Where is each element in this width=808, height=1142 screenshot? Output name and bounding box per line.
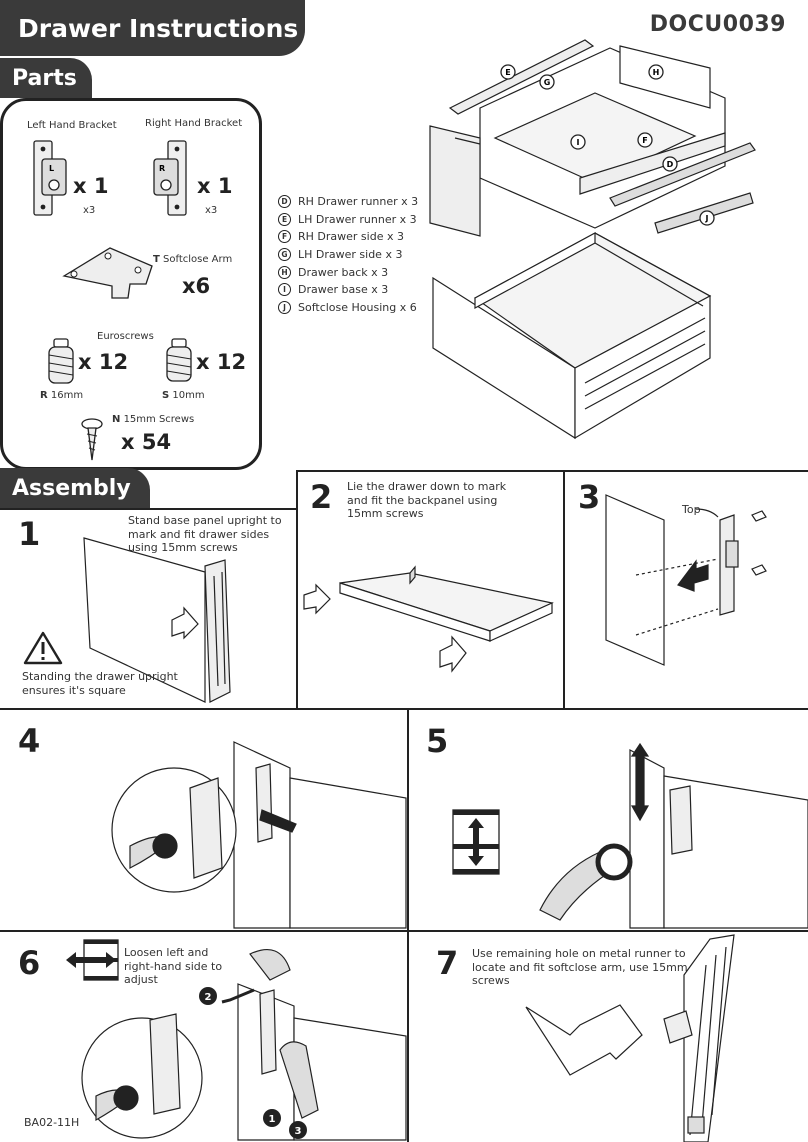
legend-letter: G — [278, 248, 291, 262]
right-bracket-icon: R — [153, 140, 187, 216]
softclose-arm-qty: x6 — [182, 274, 211, 298]
legend-item: F RH Drawer side x 3 — [278, 228, 418, 246]
step1-illustration — [83, 537, 231, 703]
step-number: 7 — [436, 944, 459, 982]
left-bracket-letter: L — [49, 164, 54, 173]
step7-illustration — [525, 934, 735, 1142]
step-number: 4 — [18, 722, 41, 760]
step4-illustration — [111, 741, 407, 929]
step-number: 1 — [18, 515, 41, 553]
step6-badge-1: 1 — [269, 1114, 276, 1125]
right-bracket-subqty: x3 — [205, 205, 218, 216]
step3-illustration — [605, 494, 767, 666]
step-number: 2 — [310, 478, 333, 516]
step1-warning-text: Standing the drawer upright ensures it's… — [22, 670, 178, 697]
legend-text: Softclose Housing x 6 — [298, 300, 417, 314]
diagram-label-J: J — [705, 214, 709, 223]
euroscrews-label: Euroscrews — [97, 331, 154, 342]
divider — [296, 470, 298, 708]
euroscrew-r-size: 16mm — [50, 390, 84, 401]
header-title: Drawer Instructions — [0, 0, 305, 56]
legend-letter: D — [278, 195, 291, 209]
diagram-label-H: H — [653, 68, 660, 77]
legend-letter: J — [278, 300, 291, 314]
step1-text: Stand base panel upright to mark and fit… — [128, 514, 282, 554]
diagram-label-I: I — [577, 138, 580, 147]
legend-text: Drawer base x 3 — [298, 283, 389, 297]
divider — [0, 930, 808, 932]
right-bracket-label: Right Hand Bracket — [145, 118, 243, 129]
step5-height-icon — [452, 809, 500, 875]
left-bracket-subqty: x3 — [83, 205, 96, 216]
screw-qty: x 54 — [121, 430, 172, 454]
euroscrew-s-code: S — [162, 390, 170, 401]
step3-top-label: Top — [682, 503, 701, 516]
legend-letter: E — [278, 212, 291, 226]
divider — [0, 708, 808, 710]
legend-text: RH Drawer side x 3 — [298, 230, 404, 244]
step-number: 3 — [578, 478, 601, 516]
wood-screw-icon — [81, 418, 103, 461]
diagram-label-D: D — [667, 160, 674, 169]
legend-text: Drawer back x 3 — [298, 265, 389, 279]
screw-code: N — [112, 414, 121, 425]
document-code: DOCU0039 — [649, 12, 786, 37]
step6-illustration: 2 1 3 — [81, 949, 407, 1141]
warning-icon — [23, 631, 63, 665]
exploded-drawer-diagram: E G H I F D J — [429, 39, 756, 440]
diagram-label-E: E — [505, 68, 510, 77]
screw-label: 15mm Screws — [123, 414, 195, 425]
footer-code: BA02-11H — [24, 1116, 80, 1129]
right-bracket-qty: x 1 — [197, 174, 233, 198]
diagram-label-F: F — [642, 136, 647, 145]
divider — [407, 708, 409, 1142]
euroscrew-s-qty: x 12 — [196, 350, 247, 374]
parts-legend: D RH Drawer runner x 3 E LH Drawer runner … — [278, 193, 418, 316]
step-number: 5 — [426, 722, 449, 760]
step2-illustration — [303, 565, 554, 673]
euroscrew-s-size: 10mm — [172, 390, 205, 401]
left-bracket-label: Left Hand Bracket — [27, 120, 117, 131]
legend-item: E LH Drawer runner x 3 — [278, 211, 418, 229]
legend-item: G LH Drawer side x 3 — [278, 246, 418, 264]
legend-item: J Softclose Housing x 6 — [278, 299, 418, 317]
step6-badge-2: 2 — [205, 992, 212, 1003]
euroscrew-r-code: R — [40, 390, 48, 401]
diagram-label-G: G — [544, 78, 551, 87]
assembly-tab: Assembly — [0, 468, 150, 508]
divider — [296, 470, 808, 472]
right-bracket-letter: R — [159, 164, 165, 173]
step5-illustration — [539, 742, 808, 929]
softclose-arm-label: Softclose Arm — [163, 254, 233, 265]
divider — [0, 508, 296, 510]
left-bracket-qty: x 1 — [73, 174, 109, 198]
left-bracket-icon: L — [33, 140, 67, 216]
divider — [563, 470, 565, 708]
legend-text: LH Drawer side x 3 — [298, 248, 403, 262]
softclose-arm-code: T — [153, 254, 160, 265]
legend-item: D RH Drawer runner x 3 — [278, 193, 418, 211]
legend-letter: I — [278, 283, 291, 297]
step7-text: Use remaining hole on metal runner to lo… — [472, 947, 688, 987]
step6-adjust-icon — [66, 939, 119, 981]
step6-badge-3: 3 — [295, 1126, 302, 1137]
legend-item: I Drawer base x 3 — [278, 281, 418, 299]
legend-item: H Drawer back x 3 — [278, 263, 418, 281]
euroscrew-16mm-icon — [48, 338, 74, 384]
euroscrew-r-qty: x 12 — [78, 350, 129, 374]
legend-text: RH Drawer runner x 3 — [298, 195, 419, 209]
legend-letter: F — [278, 230, 291, 244]
step2-text: Lie the drawer down to mark and fit the … — [347, 480, 507, 520]
step-number: 6 — [18, 944, 41, 982]
legend-text: LH Drawer runner x 3 — [298, 212, 417, 226]
step6-text: Loosen left and right-hand side to adjus… — [124, 946, 223, 986]
parts-tab: Parts — [0, 58, 92, 98]
legend-letter: H — [278, 265, 291, 279]
softclose-arm-icon — [62, 247, 153, 299]
euroscrew-10mm-icon — [166, 338, 192, 382]
